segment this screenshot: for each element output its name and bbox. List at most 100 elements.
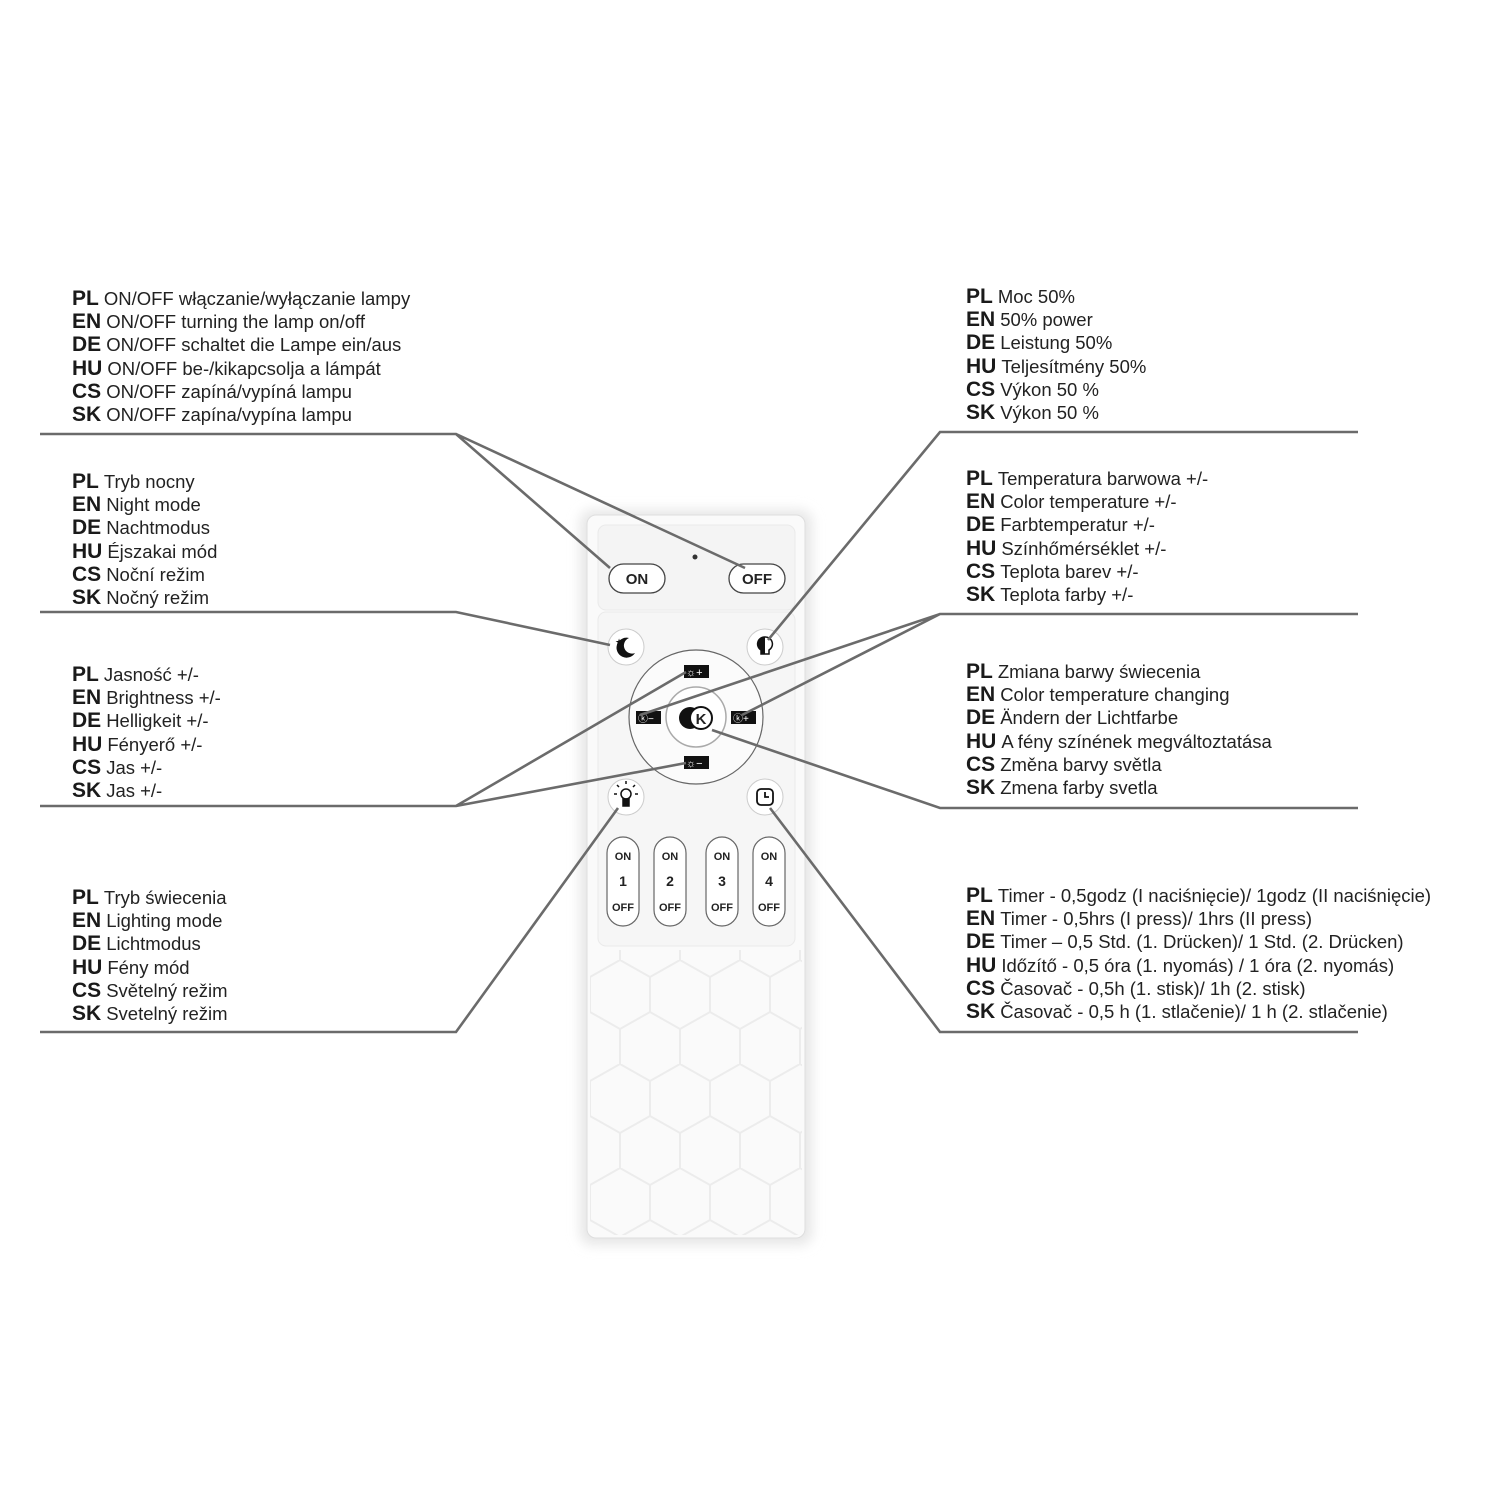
timer-button[interactable] <box>746 778 784 816</box>
color-temp-minus-icon: ⓚ− <box>638 713 654 725</box>
lighting-mode-button[interactable] <box>607 778 645 816</box>
callout-text: ON/OFF zapína/vypína lampu <box>106 404 352 426</box>
callout-text: Tryb nocny <box>103 471 195 492</box>
callout-text: Temperatura barwowa +/- <box>997 468 1209 489</box>
language-code: SK <box>72 1002 102 1026</box>
language-code: HU <box>72 955 103 979</box>
language-code: EN <box>72 493 102 517</box>
zone-on-label: ON <box>615 851 632 863</box>
language-code: PL <box>966 285 993 308</box>
zone-off-label: OFF <box>758 902 780 914</box>
callout-text: Časovač - 0,5 h (1. stlačenie)/ 1 h (2. … <box>1000 1001 1388 1023</box>
callout-text: Tryb świecenia <box>103 887 227 908</box>
language-code: EN <box>72 686 102 710</box>
language-code: SK <box>966 583 996 607</box>
language-code: HU <box>72 356 103 380</box>
language-code: DE <box>966 706 996 730</box>
color-change-button[interactable]: K <box>679 706 713 730</box>
night-mode-button[interactable]: ★ <box>607 628 645 666</box>
language-code: HU <box>72 732 103 756</box>
callout-text: Zmena farby svetla <box>1000 777 1158 799</box>
callout-text: Lighting mode <box>106 910 223 932</box>
callout-text: Color temperature +/- <box>1000 491 1177 513</box>
language-code: SK <box>72 403 102 427</box>
off-button[interactable]: OFF <box>728 563 786 594</box>
color-temp-plus-icon: ⓚ+ <box>733 713 749 725</box>
callout-text: Zmiana barwy świecenia <box>997 661 1201 682</box>
language-code: EN <box>966 308 996 332</box>
language-code: EN <box>966 907 996 931</box>
callout-text: Brightness +/- <box>106 687 221 709</box>
sun-plus-icon: ☼+ <box>686 667 703 679</box>
language-code: DE <box>72 709 102 733</box>
callout-text: Nachtmodus <box>106 517 211 539</box>
language-code: SK <box>966 401 996 425</box>
language-code: DE <box>966 930 996 954</box>
callout-text: Színhőmérséklet +/- <box>1001 537 1167 559</box>
language-code: PL <box>72 663 99 686</box>
on-button[interactable]: ON <box>608 563 666 594</box>
callout-text: Lichtmodus <box>106 933 201 955</box>
callout-text: 50% power <box>1000 309 1093 331</box>
callout-text: Color temperature changing <box>1000 684 1230 706</box>
zone-off-label: OFF <box>659 902 681 914</box>
honeycomb-texture <box>590 950 802 1235</box>
half-power-button[interactable] <box>746 628 784 666</box>
language-code: HU <box>72 539 103 563</box>
callout-text: ON/OFF włączanie/wyłączanie lampy <box>103 288 411 309</box>
callout-text: Teplota barev +/- <box>1000 560 1139 582</box>
language-code: CS <box>966 976 996 1000</box>
language-code: CS <box>966 559 996 583</box>
callout-text: Jas +/- <box>106 780 163 802</box>
callout-text: Időzítő - 0,5 óra (1. nyomás) / 1 óra (2… <box>1001 954 1395 976</box>
brightness-down-button[interactable]: ☼− <box>684 756 709 770</box>
language-code: CS <box>966 752 996 776</box>
callout-line-colortemp <box>639 612 1358 717</box>
zone-num-label: 2 <box>666 873 674 889</box>
callout-line-onoff <box>40 432 746 570</box>
callout-text: Teljesítmény 50% <box>1001 355 1147 377</box>
indicator-led <box>692 554 698 560</box>
language-code: SK <box>966 1000 996 1024</box>
lamp-rays-icon <box>614 781 638 807</box>
color-temp-up-button[interactable]: ⓚ+ <box>731 711 756 725</box>
callout-text: ON/OFF zapíná/vypíná lampu <box>106 380 352 402</box>
brightness-up-button[interactable]: ☼+ <box>684 665 709 679</box>
language-code: SK <box>72 586 102 610</box>
language-code: CS <box>966 377 996 401</box>
callout-text: ON/OFF schaltet die Lampe ein/aus <box>106 334 402 356</box>
callout-text: Výkon 50 % <box>1000 402 1099 424</box>
